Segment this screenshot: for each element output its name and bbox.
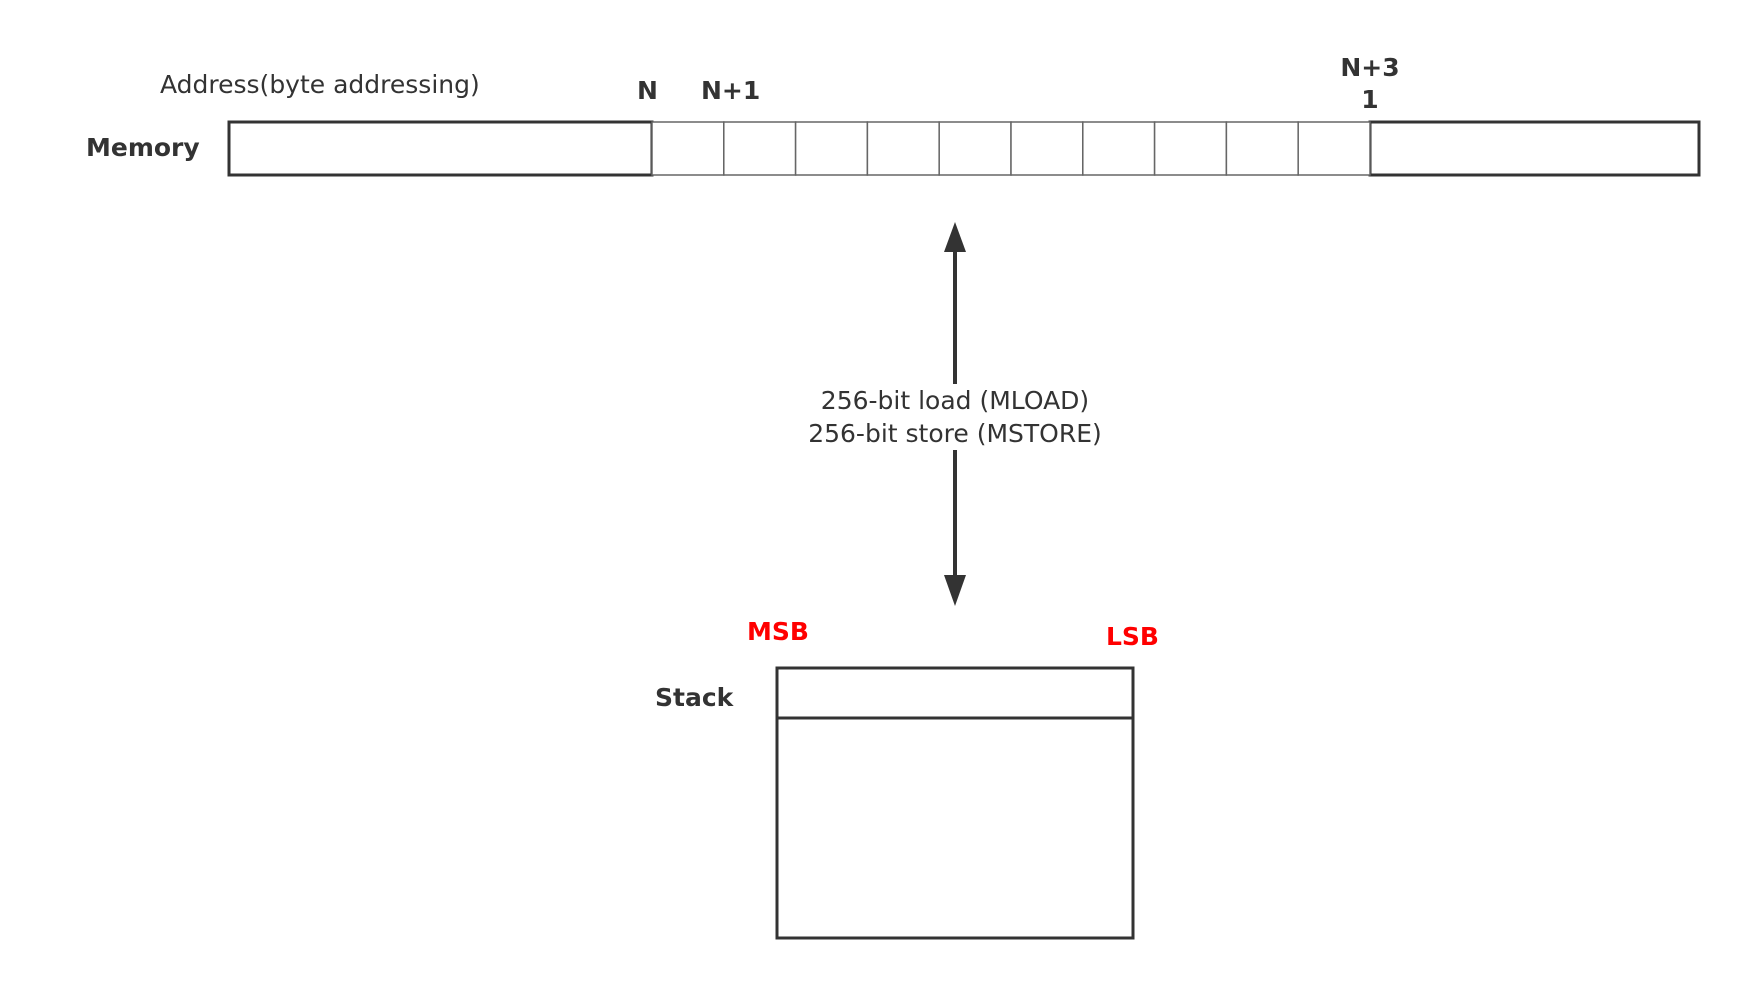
stack-label: Stack	[655, 683, 734, 712]
memory-left-segment	[227, 120, 654, 177]
memory-byte-cell	[1153, 121, 1228, 176]
memory-byte-cell	[651, 121, 725, 176]
msb-label: MSB	[747, 617, 809, 646]
memory-byte-cell	[1082, 121, 1156, 176]
memory-byte-cell	[723, 121, 797, 176]
memory-byte-cell	[866, 121, 940, 176]
address-n-label: N	[637, 76, 658, 105]
address-n-plus-31-label: N+3 1	[1330, 52, 1410, 116]
memory-right-segment	[1368, 120, 1701, 177]
memory-byte-cell	[794, 121, 869, 176]
address-n-plus-31-line2: 1	[1361, 85, 1379, 114]
lsb-label: LSB	[1106, 622, 1159, 651]
load-operation-label: 256-bit load (MLOAD)	[820, 386, 1090, 415]
arrow-head-up-icon	[944, 222, 966, 252]
transfer-operation-label: 256-bit load (MLOAD) 256-bit store (MSTO…	[795, 384, 1115, 450]
store-operation-label: 256-bit store (MSTORE)	[808, 419, 1102, 448]
memory-label: Memory	[86, 133, 200, 162]
arrow-head-down-icon	[944, 575, 966, 606]
memory-byte-cells	[651, 121, 1371, 176]
memory-byte-cell	[1010, 121, 1084, 176]
address-caption: Address(byte addressing)	[160, 70, 480, 99]
memory-byte-cell	[1225, 121, 1299, 176]
memory-byte-cell	[938, 121, 1012, 176]
address-n-plus-1-label: N+1	[701, 76, 761, 105]
memory-byte-cell	[1297, 121, 1371, 176]
address-n-plus-31-line1: N+3	[1340, 53, 1400, 82]
stack-box	[775, 666, 1135, 940]
